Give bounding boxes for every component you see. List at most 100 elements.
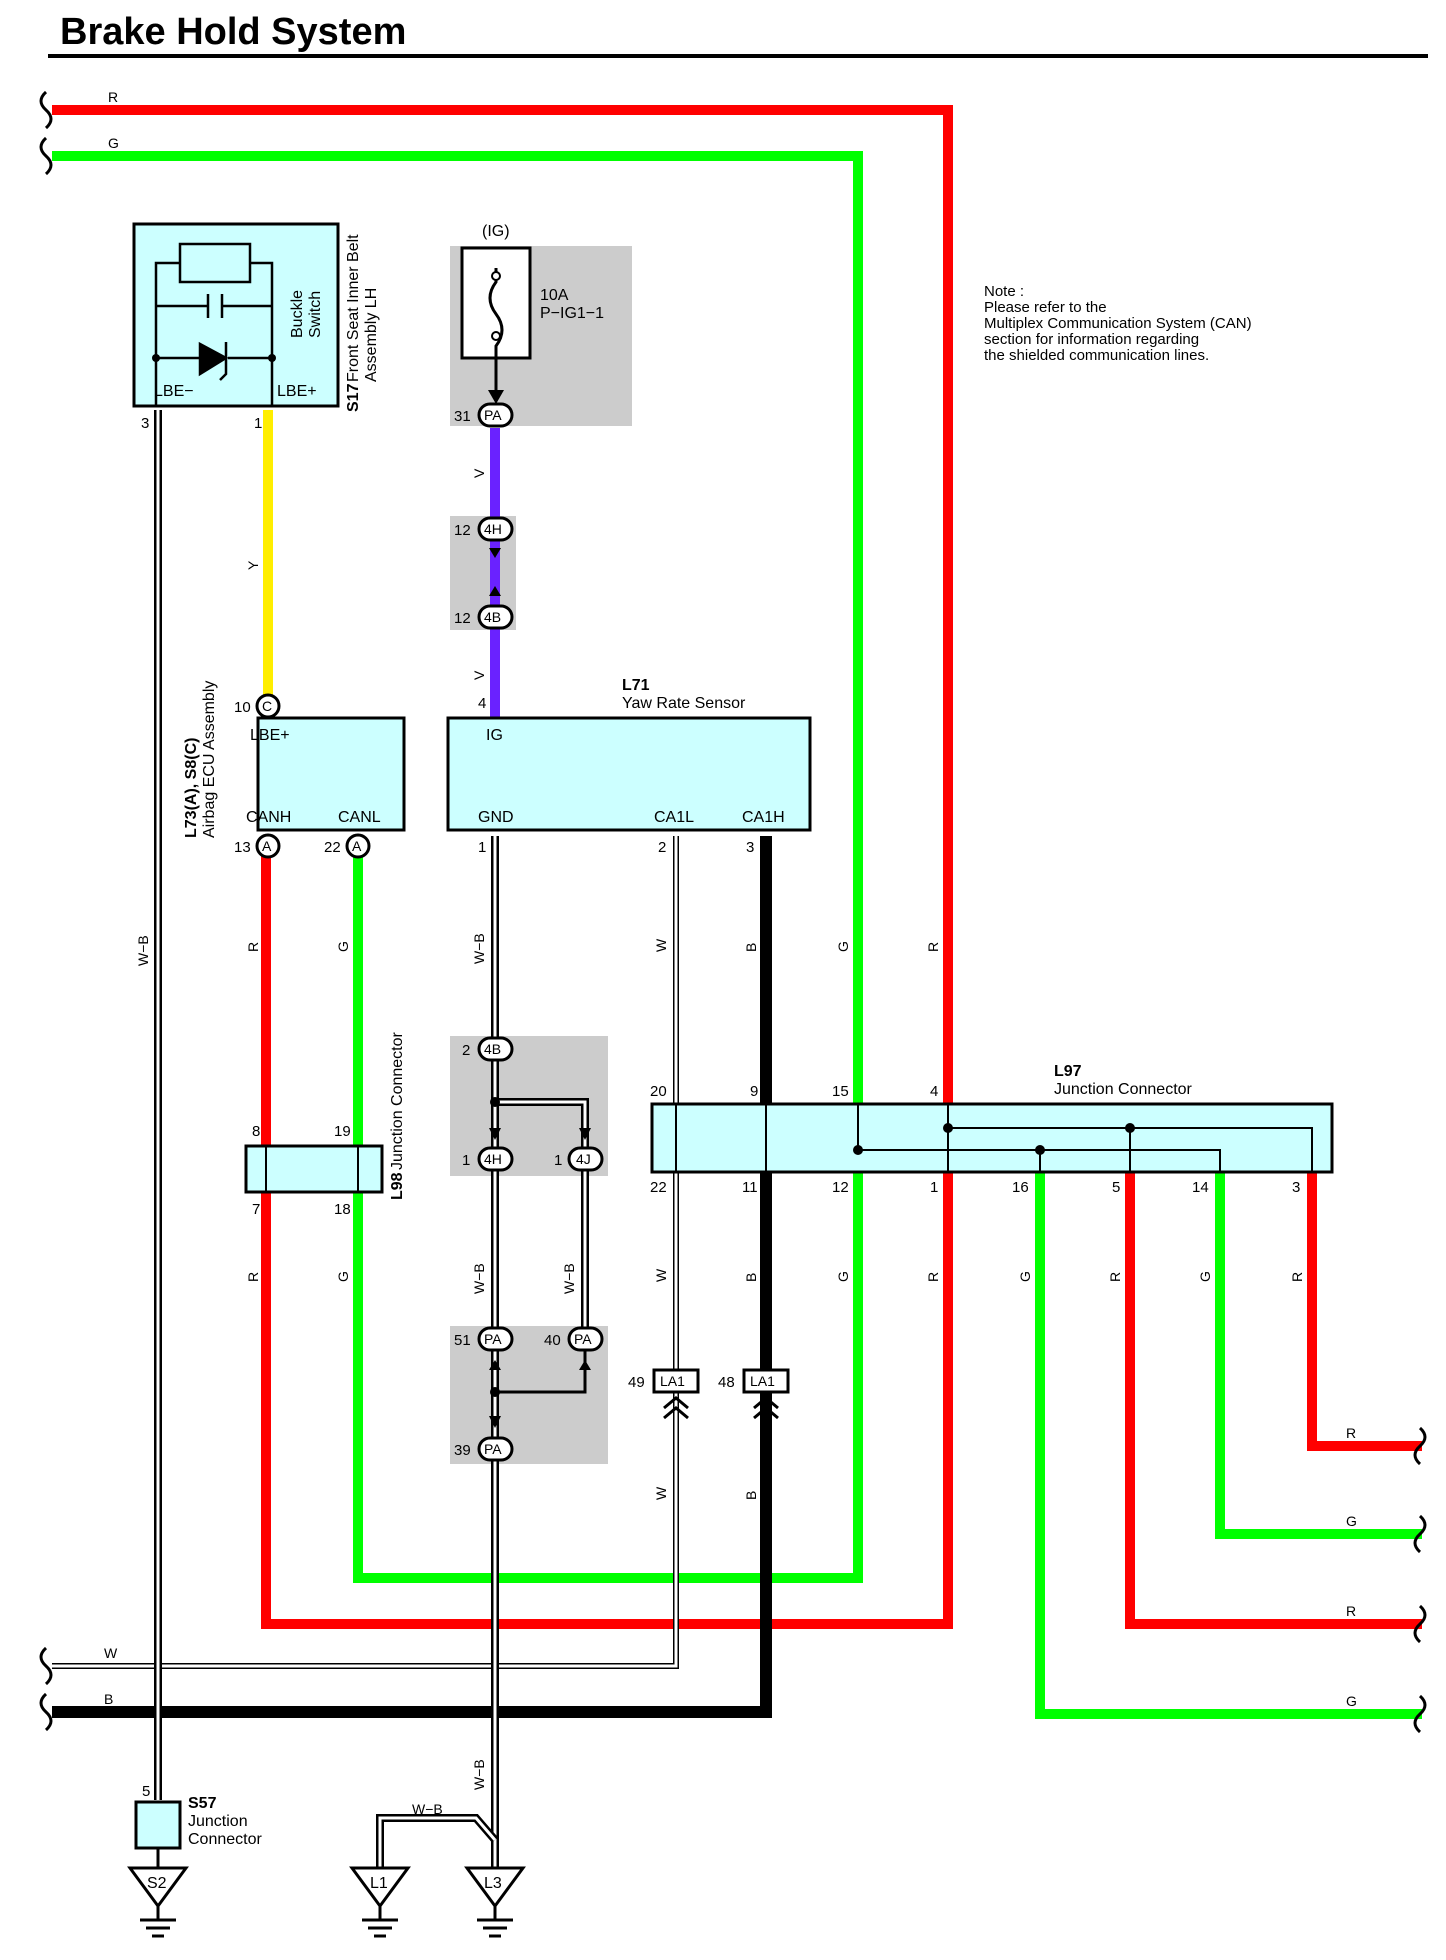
yaw-term-ig: IG [486,727,503,744]
wire-label-g-canl-upper: G [335,941,351,952]
ground-s2: S2 [127,1866,189,1938]
l98-code: L98 [389,1172,406,1200]
airbag-term-lbe-plus: LBE+ [250,727,290,744]
wire-label-r-pin5: R [1107,1272,1123,1282]
wire-label-r-canh-lower: R [245,1272,261,1282]
svg-text:PA: PA [484,1331,502,1347]
s57-code: S57 [188,1795,217,1812]
wire-label-wb-left: W−B [135,935,151,966]
l98-pin-bl: 7 [252,1201,260,1218]
wire-label-v-upper: V [471,468,487,478]
note-line-2: Please refer to the [984,299,1107,316]
break-mark-r-top [39,90,53,130]
buckle-junction-dot-right [268,354,276,362]
wire-label-w-ca1l-upper: W [653,938,669,952]
wire-red-can-h-main [52,105,953,1629]
yaw-code: L71 [622,677,650,694]
wire-label-wb-gnd-middle: W−B [471,1263,487,1294]
wire-label-g-canl-lower: G [335,1271,351,1282]
l98-name: Junction Connector [389,1031,406,1170]
airbag-code: L73(A), S8(C) [183,738,200,838]
l98-pin-tl: 8 [252,1123,260,1140]
wire-label-r-right-2: R [1346,1603,1356,1619]
yaw-pin-ca1h: 3 [746,839,754,856]
l97-code: L97 [1054,1063,1082,1080]
airbag-term-canl: CANL [338,809,381,826]
break-mark-b [39,1692,53,1732]
yaw-pin-ca1l: 2 [658,839,666,856]
fuse-element [488,268,504,400]
l97-pin-top-3: 15 [832,1083,849,1100]
airbag-ecu-box [256,716,406,832]
connector-airbag-a22: A [345,833,371,859]
svg-text:39: 39 [454,1442,471,1459]
l97-pin-top-1: 20 [650,1083,667,1100]
svg-text:51: 51 [454,1332,471,1349]
note-block: Note : Please refer to the Multiplex Com… [984,283,1252,364]
wire-label-g-right-2: G [1346,1693,1357,1709]
s17-switch-label-line2: Switch [307,291,324,338]
l97-junction-connector-box [650,1102,1334,1174]
s17-pin-right: 1 [254,415,262,432]
svg-text:31: 31 [454,408,471,425]
connector-4b-12: 4B 12 [454,604,514,630]
wire-label-g-main-upper: G [835,941,851,952]
wire-label-wb-gnd-upper: W−B [471,933,487,964]
connector-airbag-a13: A [255,833,281,859]
wire-label-r-main-lower: R [925,1272,941,1282]
fuse-symbol-box [460,246,532,360]
wire-label-b-bottom: B [104,1691,113,1707]
svg-text:A: A [352,838,362,854]
s57-name-line2: Connector [188,1831,262,1848]
break-mark-w [39,1646,53,1686]
wire-label-g-pin16: G [1017,1271,1033,1282]
svg-text:PA: PA [484,407,502,423]
airbag-pin-canh: 13 [234,839,251,856]
break-mark-g-top [39,136,53,176]
note-line-5: the shielded communication lines. [984,347,1209,364]
airbag-name: Airbag ECU Assembly [201,681,218,838]
l97-pin-bottom-7: 14 [1192,1179,1209,1196]
svg-text:4H: 4H [484,521,502,537]
buckle-junction-dot-left [152,354,160,362]
connector-pa-31: PA 31 [454,402,514,428]
wire-red-out-pin5 [1125,1172,1422,1629]
svg-text:49: 49 [628,1374,645,1391]
wire-wb-l1-inner [378,1816,497,1868]
s57-name-line1: Junction [188,1813,248,1830]
wire-label-b-ca1h-lower: B [743,1491,759,1500]
connector-4h-1: 4H 1 [462,1146,514,1172]
svg-text:40: 40 [544,1332,561,1349]
fuse-terminal-bottom [491,331,501,341]
wire-red-out-pin3 [1307,1172,1422,1451]
wire-label-wb-branch: W−B [561,1263,577,1294]
break-mark-g-right-1 [1413,1514,1427,1554]
connector-arrows [489,548,591,1428]
svg-text:C: C [262,698,272,714]
s57-pin: 5 [142,1783,150,1800]
svg-text:A: A [262,838,272,854]
wire-label-w-ca1l-middle: W [653,1268,669,1282]
wire-label-wb-ground: W−B [412,1801,443,1817]
l97-pin-bottom-3: 12 [832,1179,849,1196]
l97-pin-bottom-5: 16 [1012,1179,1029,1196]
wire-label-w-bottom: W [104,1645,118,1661]
svg-text:12: 12 [454,522,471,539]
connector-pa-51: PA 51 [454,1326,514,1352]
wire-label-r-right-1: R [1346,1425,1356,1441]
l97-dot-2 [943,1123,953,1133]
s17-term-lbe-plus: LBE+ [277,383,317,400]
l97-dot-1 [853,1145,863,1155]
s17-pin-left: 3 [141,415,149,432]
wire-green-out-pin16 [1035,1172,1422,1719]
wire-label-r-main-upper: R [925,942,941,952]
l98-junction-connector-box [244,1144,384,1194]
s17-term-lbe-minus: LBE− [154,383,194,400]
connector-4h-12: 4H 12 [454,516,514,542]
l98-pin-br: 18 [334,1201,351,1218]
connector-la1-48: LA1 48 [718,1368,790,1420]
wire-label-r-pin3: R [1289,1272,1305,1282]
ground-l3: L3 [464,1866,526,1938]
connector-4b-2: 4B 2 [462,1036,514,1062]
ground-l1: L1 [349,1866,411,1938]
